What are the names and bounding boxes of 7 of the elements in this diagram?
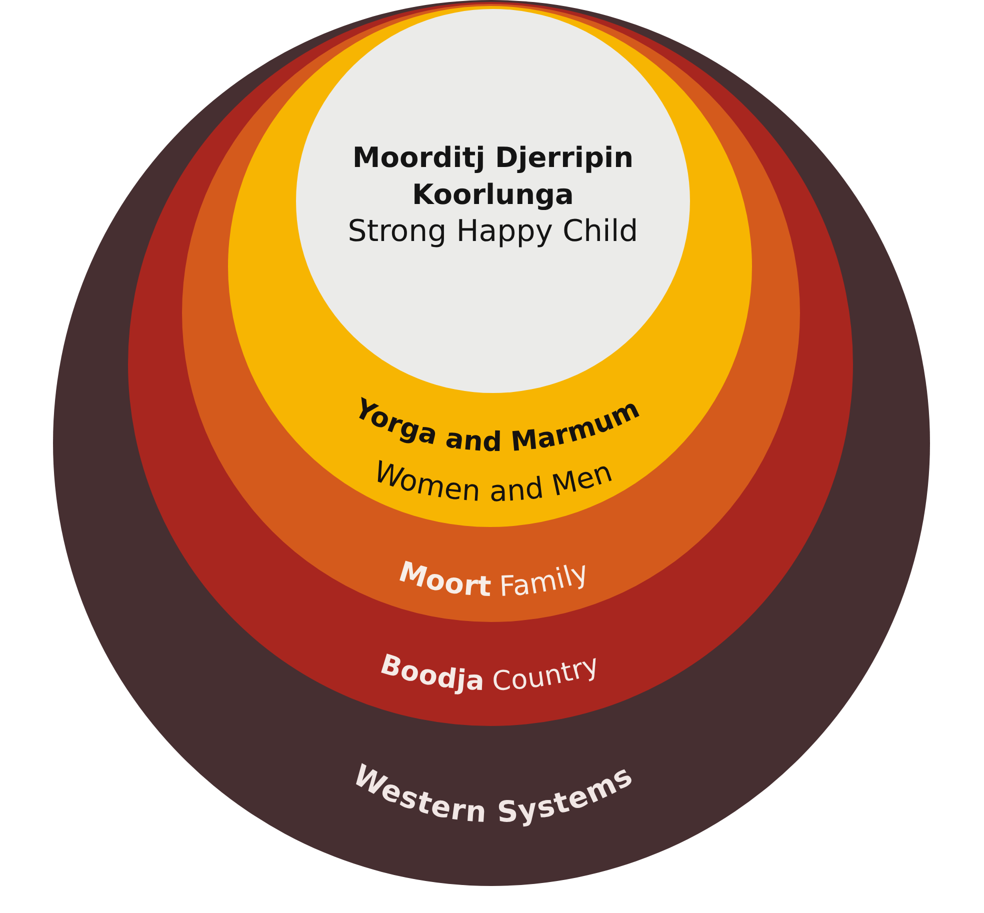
curved-label: Moort — [395, 554, 492, 604]
subtitle-text: Strong Happy Child — [346, 213, 640, 250]
title-text: Moorditj Djerripin Koorlunga — [351, 140, 635, 213]
curved-label: Boodja — [376, 648, 486, 698]
curved-label: Family — [498, 554, 594, 604]
curved-label: Women and Men — [370, 454, 617, 508]
curved-label: Country — [492, 648, 604, 698]
